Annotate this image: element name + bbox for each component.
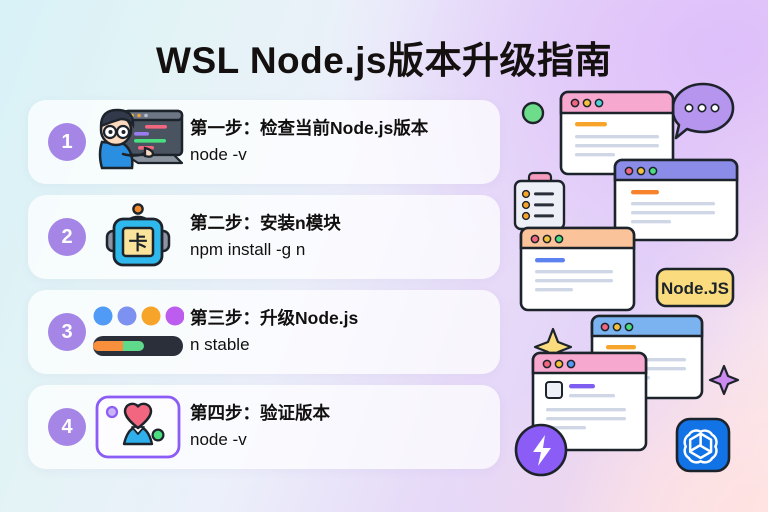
step-command-3: n stable — [190, 334, 250, 354]
step-card-3[interactable]: 3 第三步：升级Node.js n stable — [28, 290, 500, 374]
title-bar: WSL Node.js版本升级指南 — [0, 0, 768, 84]
step-card-2[interactable]: 2 卡 第二步：安装n模块 npm install -g n — [28, 195, 500, 279]
robot-screen-char: 卡 — [128, 231, 147, 254]
step-text-2: 第二步：安装n模块 npm install -g n — [190, 212, 500, 262]
step-title-3: 第三步：升级Node.js — [190, 308, 359, 329]
window-peach — [519, 226, 636, 312]
dot-periwinkle — [117, 306, 137, 326]
step-number-badge-1: 1 — [48, 123, 86, 161]
step-command-2: npm install -g n — [190, 239, 306, 259]
page-title: WSL Node.js版本升级指南 — [156, 40, 612, 81]
step-text-1: 第一步：检查当前Node.js版本 node -v — [190, 117, 500, 167]
window-periwinkle — [613, 158, 739, 242]
openai-logo-icon — [675, 417, 731, 473]
step-number-badge-3: 3 — [48, 313, 86, 351]
lightning-badge-icon — [514, 423, 568, 477]
step-title-1: 第一步：检查当前Node.js版本 — [190, 118, 429, 139]
step-number-badge-2: 2 — [48, 218, 86, 256]
illustration: Node.JS — [505, 78, 768, 512]
step-command-4: node -v — [190, 429, 247, 449]
dot-orange — [141, 306, 161, 326]
heart-person-card-icon — [86, 394, 190, 460]
step-number-badge-4: 4 — [48, 408, 86, 446]
steps-list: 1 第一步：检查当前No — [28, 100, 500, 480]
dot-purple — [165, 306, 184, 326]
step-command-1: node -v — [190, 144, 247, 164]
window-pink-bottom — [531, 351, 648, 452]
person-at-monitor-icon — [86, 106, 190, 178]
sparkle-purple-icon — [708, 364, 740, 396]
node-js-badge-label: Node.JS — [661, 279, 729, 298]
green-dot — [521, 101, 545, 125]
speech-bubble-icon — [671, 82, 735, 140]
dot-blue — [93, 306, 113, 326]
robot-icon: 卡 — [86, 201, 190, 273]
step-text-3: 第三步：升级Node.js n stable — [190, 307, 500, 357]
step-card-1[interactable]: 1 第一步：检查当前No — [28, 100, 500, 184]
step-title-4: 第四步：验证版本 — [190, 403, 330, 424]
step-text-4: 第四步：验证版本 node -v — [190, 402, 500, 452]
progress-bar-icon — [86, 305, 190, 359]
node-js-badge: Node.JS — [655, 267, 735, 308]
clipboard-icon — [513, 171, 566, 231]
step-title-2: 第二步：安装n模块 — [190, 213, 341, 234]
step-card-4[interactable]: 4 第四步：验证版本 node -v — [28, 385, 500, 469]
